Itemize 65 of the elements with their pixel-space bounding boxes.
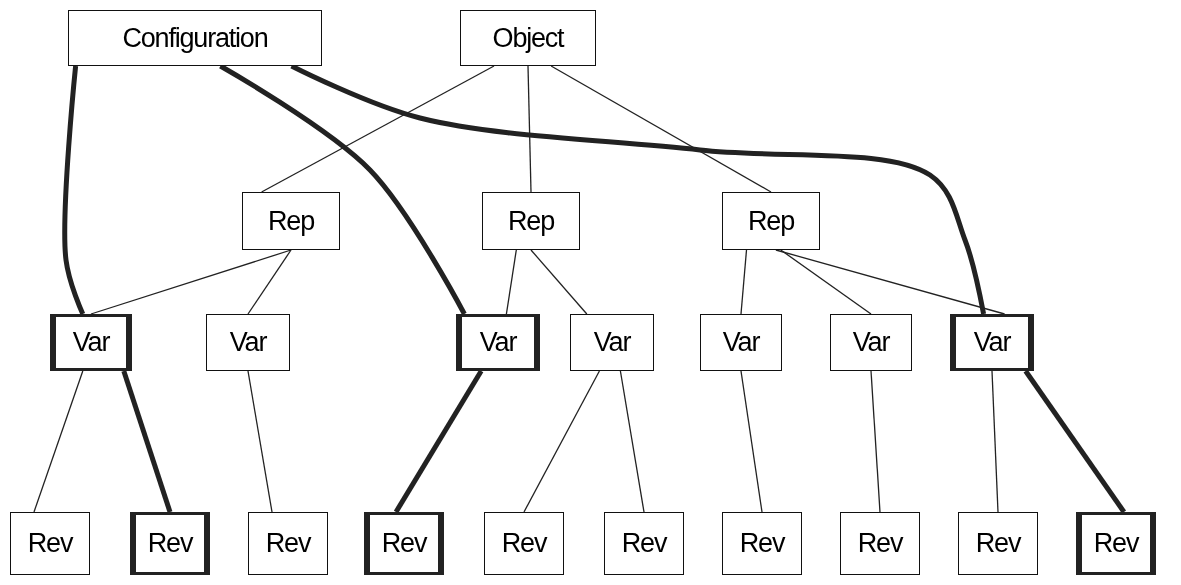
connector-line — [505, 249, 517, 315]
connector-line — [90, 249, 292, 315]
box — [482, 192, 580, 250]
node-label: Var — [973, 327, 1011, 358]
box — [206, 314, 290, 371]
connector-line — [740, 370, 763, 513]
highlighted-box — [50, 314, 132, 371]
connector-line — [33, 370, 84, 513]
box — [460, 10, 596, 66]
node-label: Rep — [508, 205, 554, 237]
box — [840, 512, 920, 575]
node-label: Rev — [501, 528, 547, 559]
thick-connector-line — [62, 65, 86, 315]
box — [242, 192, 340, 250]
node-label: Var — [479, 327, 517, 358]
node-label: Rev — [621, 528, 667, 559]
node-label: Var — [852, 327, 890, 358]
thick-connector-line — [393, 369, 484, 514]
node-label: Rev — [1093, 528, 1139, 559]
node-label: Var — [72, 327, 110, 358]
connector-line — [523, 370, 601, 513]
node-label: Rep — [748, 205, 794, 237]
connector-line — [775, 249, 1006, 315]
node-label: Var — [229, 327, 267, 358]
box — [604, 512, 684, 575]
connector-line — [260, 65, 495, 193]
box — [68, 10, 322, 66]
connector-line — [530, 249, 588, 315]
highlighted-box — [950, 314, 1034, 371]
connector-line — [619, 370, 645, 513]
node-label: Rev — [739, 528, 785, 559]
connector-line — [740, 249, 748, 315]
box — [570, 314, 654, 371]
node-label: Rev — [857, 528, 903, 559]
box — [722, 192, 820, 250]
node-label: Rep — [268, 205, 314, 237]
connector-line — [247, 370, 273, 513]
box — [484, 512, 564, 575]
node-label: Var — [593, 327, 631, 358]
box — [958, 512, 1038, 575]
box — [700, 314, 782, 371]
node-label: Rev — [975, 528, 1021, 559]
connector-line — [780, 249, 872, 315]
node-label: Object — [492, 22, 564, 54]
highlighted-box — [456, 314, 540, 371]
box — [248, 512, 328, 575]
highlighted-box — [130, 512, 210, 575]
node-label: Rev — [27, 528, 73, 559]
node-label: Var — [722, 327, 760, 358]
node-label: Rev — [381, 528, 427, 559]
highlighted-box — [364, 512, 444, 575]
connector-line — [550, 65, 772, 193]
thick-connector-line — [121, 370, 173, 513]
highlighted-box — [1076, 512, 1156, 575]
connector-line — [991, 370, 999, 513]
node-label: Configuration — [122, 22, 268, 54]
node-label: Rev — [265, 528, 311, 559]
connector-line — [247, 249, 292, 315]
box — [10, 512, 90, 575]
node-label: Rev — [147, 528, 193, 559]
connector-line — [870, 370, 881, 513]
box — [722, 512, 802, 575]
thick-connector-line — [1023, 369, 1127, 514]
connector-line — [527, 65, 532, 193]
box — [830, 314, 912, 371]
